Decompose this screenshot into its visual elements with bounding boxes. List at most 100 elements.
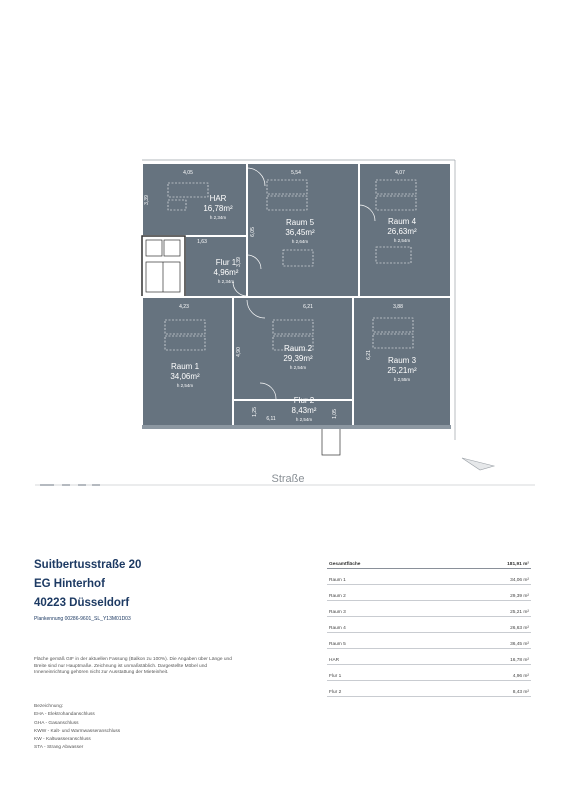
dim-14: 1,05 — [332, 409, 338, 419]
area-value: 29,39 m² — [442, 584, 531, 601]
room-height: h 2,55m — [394, 377, 411, 382]
door-har — [246, 167, 266, 187]
dim-8: 6,21 — [303, 304, 313, 310]
legend-item: KWW - Kalt- und Warmwasseranschluss — [34, 728, 121, 734]
entrance — [321, 426, 341, 456]
room-name: Flur 2 — [294, 396, 315, 405]
room-area: 29,39m² — [283, 354, 313, 363]
room-area: 8,43m² — [292, 406, 317, 415]
area-value: 16,78 m² — [442, 648, 531, 665]
label-flur1: Flur 1 4,96m² h 2,34m — [214, 258, 239, 284]
area-value: 25,21 m² — [442, 600, 531, 617]
room-name: Raum 3 — [388, 356, 417, 365]
room-height: h 2,54m — [177, 383, 194, 388]
dim-2: 4,07 — [395, 170, 405, 176]
wc-2 — [163, 239, 181, 257]
room-area: 4,96m² — [214, 268, 239, 277]
area-total-row: Gesamtfläche 181,91 m² — [327, 553, 531, 569]
label-raum4: Raum 4 26,63m² h 2,54m — [387, 217, 417, 243]
area-label: Raum 4 — [327, 616, 443, 633]
dim-13: 6,11 — [266, 416, 276, 422]
area-value: 181,91 m² — [442, 553, 531, 569]
door-raum4 — [358, 204, 376, 222]
dim-12: 1,25 — [252, 407, 258, 417]
furniture-raum2-b — [272, 335, 314, 351]
legend-item: STA - Strang Abwasser — [34, 745, 84, 751]
dim-11: 6,21 — [366, 350, 372, 360]
legend-item: KW - Kaltwasseranschluss — [34, 737, 91, 743]
furniture-raum5-c — [282, 249, 314, 267]
room-height: h 2,64m — [292, 239, 309, 244]
address-unit: EG Hinterhof — [34, 578, 105, 590]
furniture-raum5-a — [266, 179, 308, 195]
area-value: 34,06 m² — [442, 568, 531, 585]
address-city: 40223 Düsseldorf — [34, 597, 130, 609]
dim-1: 5,54 — [291, 170, 301, 176]
furniture-raum5-b — [266, 195, 308, 211]
address-street: Suitbertusstraße 20 — [34, 559, 142, 571]
room-raum3-floor — [352, 296, 452, 428]
bath-fixtures — [145, 239, 181, 293]
dim-4: 6,05 — [250, 227, 256, 237]
area-value: 4,96 m² — [442, 664, 531, 681]
room-height: h 2,54m — [296, 417, 313, 422]
dim-9: 3,88 — [393, 304, 403, 310]
furniture — [164, 179, 417, 351]
furniture-raum4-b — [375, 195, 417, 211]
room-height: h 2,54m — [394, 238, 411, 243]
room-area: 36,45m² — [285, 228, 315, 237]
wc-1 — [145, 239, 163, 257]
furniture-raum4-c — [375, 246, 412, 264]
room-name: Flur 1 — [216, 258, 237, 267]
area-label: Raum 1 — [327, 568, 443, 585]
room-height: h 2,34m — [210, 215, 227, 220]
area-value: 8,43 m² — [442, 680, 531, 697]
room-name: HAR — [210, 194, 227, 203]
label-raum2: Raum 2 29,39m² h 2,54m — [283, 344, 313, 370]
furniture-har — [167, 182, 209, 198]
label-har: HAR 16,78m² h 2,34m — [203, 194, 233, 220]
room-har-floor — [141, 162, 248, 237]
label-raum3: Raum 3 25,21m² h 2,55m — [387, 356, 417, 382]
dim-7: 4,23 — [179, 304, 189, 310]
furniture-raum3-b — [372, 333, 414, 349]
furniture-raum2-a — [272, 319, 314, 335]
dim-5: 1,63 — [197, 239, 207, 245]
label-flur2: Flur 2 8,43m² h 2,54m — [292, 396, 317, 422]
legend: Bezeichnung: EHA - Elektrohandanschluss … — [34, 703, 234, 753]
label-raum1: Raum 1 34,06m² h 2,54m — [170, 362, 200, 388]
label-raum5: Raum 5 36,45m² h 2,64m — [285, 218, 315, 244]
notes-text: Fläche gemäß GIF in der aktuellen Fassun… — [34, 657, 232, 676]
area-label: Raum 3 — [327, 600, 443, 617]
area-label: HAR — [327, 648, 443, 665]
doors — [232, 167, 376, 400]
area-label: Gesamtfläche — [327, 553, 443, 569]
room-name: Raum 2 — [284, 344, 313, 353]
room-height: h 2,54m — [290, 365, 307, 370]
legend-item: GHA - Gasanschluss — [34, 720, 79, 726]
door-flur1 — [232, 281, 248, 297]
room-flur2-floor — [232, 399, 354, 428]
room-height: h 2,34m — [218, 279, 235, 284]
street-label: Straße — [271, 473, 304, 485]
furniture-raum4-a — [375, 179, 417, 195]
room-raum5-floor — [246, 162, 360, 298]
room-area: 25,21m² — [387, 366, 417, 375]
floor-plan: 4,05 5,54 4,07 3,39 6,05 1,63 3,39 4,23 … — [35, 159, 535, 486]
room-area: 26,63m² — [387, 227, 417, 236]
legend-item: EHA - Elektrohandanschluss — [34, 712, 95, 718]
room-area: 16,78m² — [203, 204, 233, 213]
dim-6: 3,39 — [236, 257, 242, 267]
room-name: Raum 5 — [286, 218, 315, 227]
area-label: Raum 2 — [327, 584, 443, 601]
door-raum2 — [246, 299, 266, 319]
